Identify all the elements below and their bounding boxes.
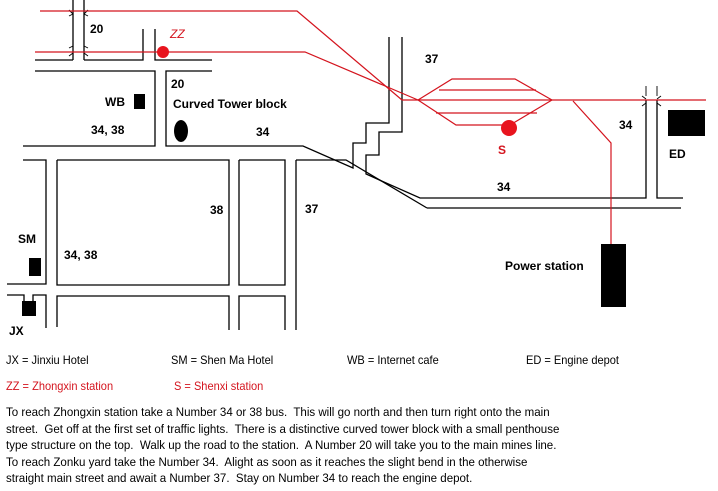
directions-line: straight main street and await a Number … bbox=[6, 471, 473, 485]
label-s: S bbox=[498, 143, 507, 157]
block-left bbox=[7, 159, 47, 285]
directions-line: type structure on the top. Walk up the r… bbox=[6, 438, 557, 452]
label-power-station: Power station bbox=[505, 259, 584, 273]
label-curved-tower: Curved Tower block bbox=[173, 97, 287, 111]
legend-ed: ED = Engine depot bbox=[526, 353, 619, 367]
rail-power-branch bbox=[572, 100, 612, 244]
label-zz: ZZ bbox=[170, 27, 185, 41]
block-jx-right bbox=[32, 294, 47, 328]
block-tower bbox=[165, 37, 390, 169]
bridge-20-upper bbox=[68, 9, 89, 17]
zz-station-marker bbox=[157, 46, 169, 58]
label-sm: SM bbox=[18, 232, 36, 246]
road-top-right-block bbox=[154, 29, 212, 61]
legend-sm: SM = Shen Ma Hotel bbox=[171, 353, 274, 367]
rail-yard-bottom bbox=[417, 99, 553, 126]
power-station-marker bbox=[601, 244, 626, 307]
wb-marker bbox=[134, 94, 145, 109]
road-diagonal-south bbox=[296, 159, 428, 209]
directions-line: To reach Zhongxin station take a Number … bbox=[6, 405, 550, 419]
label-route-20-north: 20 bbox=[90, 22, 104, 36]
legend-wb: WB = Internet cafe bbox=[347, 353, 439, 367]
block-narrow bbox=[238, 159, 286, 286]
directions-text: To reach Zhongxin station take a Number … bbox=[6, 404, 694, 487]
label-jx: JX bbox=[9, 324, 24, 338]
jx-marker bbox=[22, 301, 36, 316]
block-jx bbox=[7, 294, 25, 302]
block-lower-big bbox=[56, 295, 230, 330]
ed-marker bbox=[668, 110, 705, 136]
label-route-37-upper: 37 bbox=[425, 52, 439, 66]
curved-tower-marker bbox=[174, 120, 188, 142]
road-37-upper-east bbox=[365, 37, 647, 199]
road-top-mid-block bbox=[84, 29, 144, 61]
legend-zz: ZZ = Zhongxin station bbox=[6, 379, 114, 393]
label-route-34-lower: 34 bbox=[497, 180, 511, 194]
bridge-ed bbox=[641, 86, 662, 107]
directions-line: street. Get off at the first set of traf… bbox=[6, 421, 560, 436]
label-route-34-ed: 34 bbox=[619, 118, 633, 132]
rail-upper bbox=[40, 10, 403, 101]
legend-jx: JX = Jinxiu Hotel bbox=[6, 353, 89, 367]
label-wb: WB bbox=[105, 95, 125, 109]
directions-line: To reach Zonku yard take the Number 34. … bbox=[6, 454, 528, 469]
label-route-34-38-left: 34, 38 bbox=[64, 248, 98, 262]
s-station-marker bbox=[501, 120, 517, 136]
label-route-34-tower: 34 bbox=[256, 125, 270, 139]
legend-s: S = Shenxi station bbox=[174, 379, 264, 393]
label-route-38: 38 bbox=[210, 203, 224, 217]
block-lower-narrow bbox=[238, 295, 286, 330]
label-route-34-38-upper: 34, 38 bbox=[91, 123, 125, 137]
block-big bbox=[56, 159, 230, 286]
bridge-20-lower bbox=[68, 45, 89, 57]
label-route-37-lower: 37 bbox=[305, 202, 319, 216]
sm-marker bbox=[29, 258, 41, 276]
block-wb bbox=[23, 70, 156, 147]
label-route-20-tower: 20 bbox=[171, 77, 185, 91]
rail-zz-line bbox=[35, 51, 419, 101]
label-ed: ED bbox=[669, 147, 686, 161]
route-map bbox=[7, 0, 706, 330]
road-ed-east bbox=[656, 100, 683, 199]
